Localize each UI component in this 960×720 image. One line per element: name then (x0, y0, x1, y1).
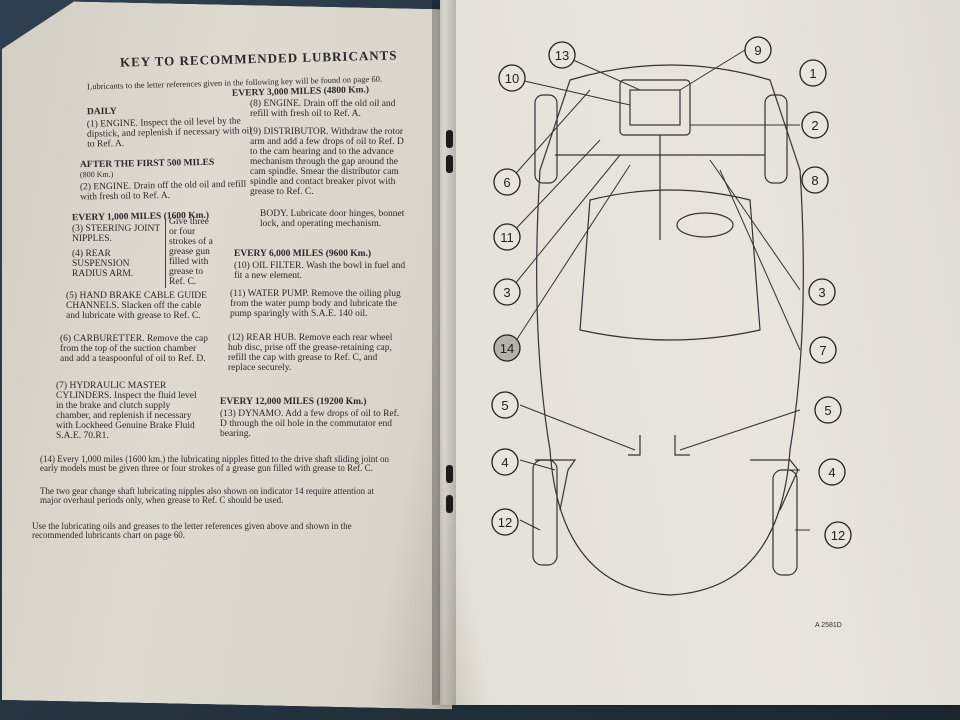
staple (446, 155, 453, 173)
svg-text:10: 10 (505, 71, 519, 86)
item-text: (11) WATER PUMP. Remove the oiling plug … (230, 289, 401, 319)
staple (446, 465, 453, 483)
item-text: (9) DISTRIBUTOR. Withdraw the rotor arm … (250, 127, 404, 197)
item-text: (8) ENGINE. Drain off the old oil and re… (250, 99, 396, 119)
footnote: The two gear change shaft lubricating ni… (40, 486, 374, 506)
callout-12-right: 12 (824, 521, 852, 549)
svg-text:4: 4 (828, 465, 835, 480)
item-text: (7) HYDRAULIC MASTER CYLINDERS. Inspect … (56, 381, 197, 441)
callout-7: 7 (809, 336, 837, 364)
svg-text:13: 13 (555, 48, 569, 63)
book-gutter (432, 0, 456, 705)
svg-text:3: 3 (503, 285, 510, 300)
callout-14: 14 (493, 334, 521, 362)
svg-text:7: 7 (819, 343, 826, 358)
section-heading: DAILY (86, 106, 117, 118)
callout-8: 8 (801, 166, 829, 194)
item-text: (4) REAR SUSPENSION RADIUS ARM. (72, 249, 134, 279)
staple (446, 130, 453, 148)
svg-text:5: 5 (501, 398, 508, 413)
callout-3-right: 3 (808, 278, 836, 306)
item-text: Give three or four strokes of a grease g… (165, 217, 219, 288)
figure-code: A 2581D (815, 622, 842, 629)
car-lubrication-diagram: 13 10 6 11 3 14 5 4 12 9 1 2 8 3 7 5 4 1… (491, 36, 852, 596)
callout-13: 13 (548, 41, 576, 69)
callout-9: 9 (744, 36, 772, 64)
callout-4-left: 4 (491, 448, 519, 476)
svg-text:2: 2 (811, 118, 818, 133)
svg-text:4: 4 (501, 455, 508, 470)
callout-10: 10 (498, 64, 526, 92)
item-text: (10) OIL FILTER. Wash the bowl in fuel a… (234, 261, 406, 281)
item-text: (13) DYNAMO. Add a few drops of oil to R… (220, 409, 400, 439)
callout-5-right: 5 (814, 396, 842, 424)
item-text: (12) REAR HUB. Remove each rear wheel hu… (228, 333, 393, 373)
callout-4-right: 4 (818, 458, 846, 486)
staple (446, 495, 453, 513)
svg-text:6: 6 (503, 175, 510, 190)
svg-text:5: 5 (824, 403, 831, 418)
section-heading: EVERY 12,000 MILES (19200 Km.) (220, 397, 367, 407)
svg-text:12: 12 (498, 515, 512, 530)
svg-text:1: 1 (809, 66, 816, 81)
callout-5-left: 5 (491, 391, 519, 419)
svg-text:3: 3 (818, 285, 825, 300)
footnote: Use the lubricating oils and greases to … (32, 521, 352, 541)
svg-text:9: 9 (754, 43, 761, 58)
section-sub: (800 Km.) (79, 169, 114, 180)
item-text: (5) HAND BRAKE CABLE GUIDE CHANNELS. Sla… (66, 291, 207, 321)
item-text: (3) STEERING JOINT NIPPLES. (72, 224, 160, 244)
svg-text:14: 14 (500, 341, 514, 356)
right-page (440, 0, 960, 705)
callout-3-left: 3 (493, 278, 521, 306)
callout-12-left: 12 (491, 508, 519, 536)
item-text: (1) ENGINE. Inspect the oil level by the… (86, 116, 252, 150)
callout-6: 6 (493, 168, 521, 196)
footnote: (14) Every 1,000 miles (1600 km.) the lu… (40, 454, 389, 474)
callout-2: 2 (801, 111, 829, 139)
svg-text:12: 12 (831, 528, 845, 543)
section-heading: EVERY 6,000 MILES (9600 Km.) (234, 249, 372, 259)
item-text: (6) CARBURETTER. Remove the cap from the… (60, 334, 209, 364)
svg-text:11: 11 (500, 230, 514, 245)
callout-1: 1 (799, 59, 827, 87)
svg-text:8: 8 (811, 173, 818, 188)
item-text: BODY. Lubricate door hinges, bonnet lock… (260, 209, 405, 229)
callout-11: 11 (493, 223, 521, 251)
item-text: (2) ENGINE. Drain off the old oil and re… (79, 179, 247, 203)
